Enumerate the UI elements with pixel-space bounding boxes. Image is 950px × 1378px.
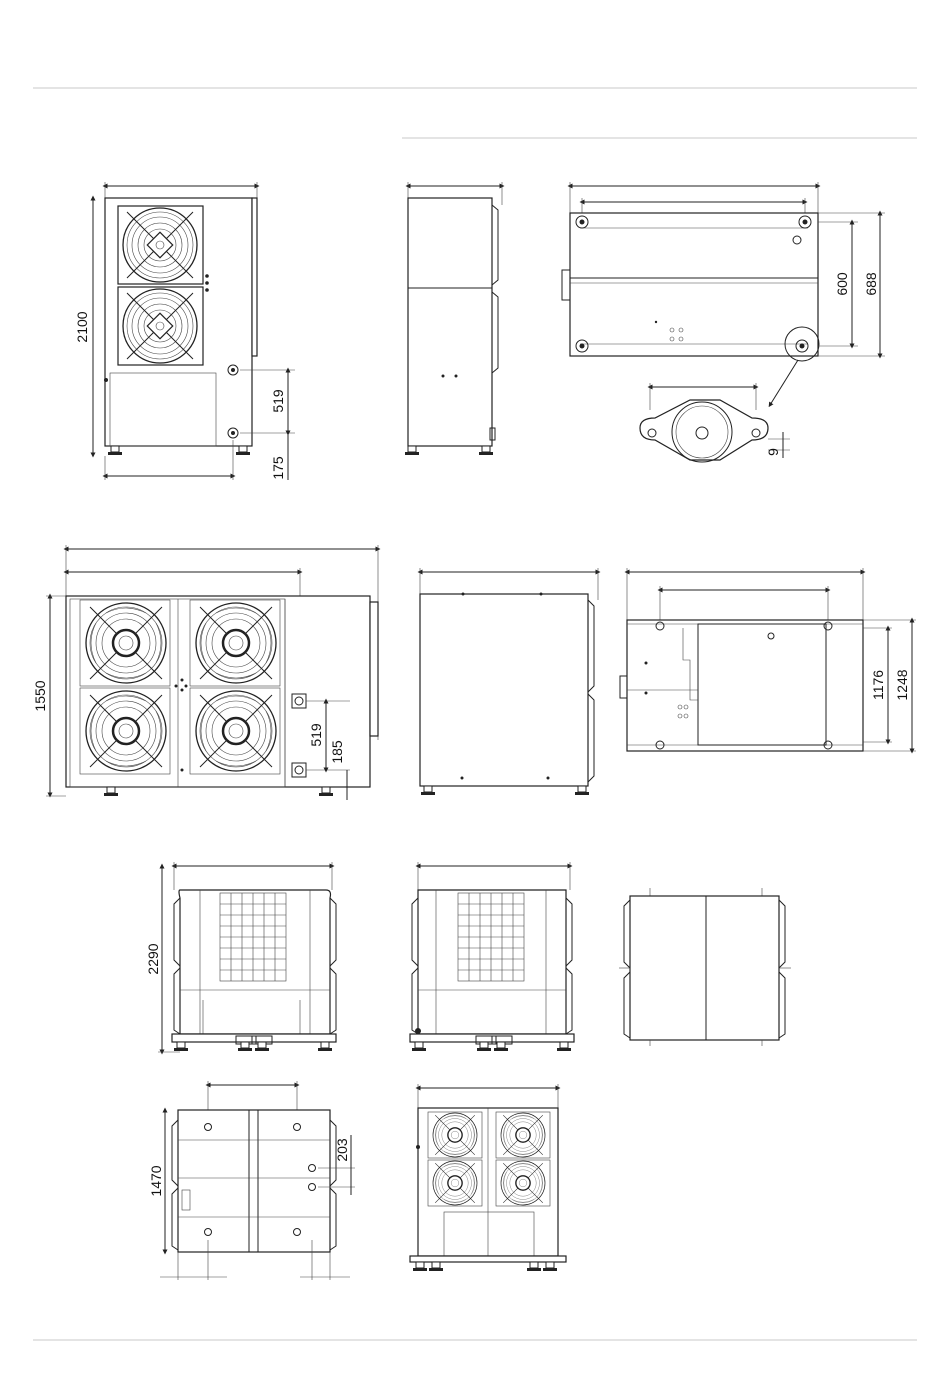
unit3-fan-view: [410, 1084, 566, 1271]
dim-height: 2100: [74, 311, 90, 342]
unit2-side-view: [420, 568, 598, 795]
fan-grille-icon: [433, 1113, 477, 1157]
dim-upper-connection: 519: [308, 723, 324, 747]
unit1-front-view: 2100 519 175: [74, 182, 295, 480]
dim-offset: 203: [334, 1138, 350, 1162]
unit2-top-view: 1176 1248: [620, 568, 916, 751]
dim-depth-outer: 688: [863, 272, 879, 296]
fan-grille-icon: [86, 603, 166, 683]
unit1-side-view: [405, 182, 502, 455]
unit3-side-view: [619, 888, 791, 1046]
dim-height: 1550: [32, 680, 48, 711]
dim-upper-connection: 519: [270, 389, 286, 413]
dim-depth-inner: 600: [834, 272, 850, 296]
unit1-top-view: 600 688 9: [562, 182, 885, 462]
fan-grille-icon: [123, 208, 197, 282]
unit2-front-view: 1550 519 185: [32, 545, 378, 800]
fan-grille-icon: [196, 691, 276, 771]
fan-grille-icon: [433, 1161, 477, 1205]
dim-depth-outer: 1248: [894, 669, 910, 700]
unit3-top-view: 1470 203: [148, 1081, 355, 1280]
unit3-front-view: 2290: [145, 862, 336, 1052]
dim-depth-inner: 1176: [870, 670, 886, 700]
fan-grille-icon: [123, 289, 197, 363]
dim-depth: 1470: [148, 1165, 164, 1196]
fan-grille-icon: [501, 1113, 545, 1157]
fan-grille-icon: [86, 691, 166, 771]
dim-height: 2290: [145, 943, 161, 974]
fan-grille-icon: [196, 603, 276, 683]
fan-grille-icon: [501, 1161, 545, 1205]
detail-arrow-icon: [770, 360, 798, 405]
dim-lower-connection: 175: [270, 456, 286, 480]
unit3-rear-view: [410, 862, 574, 1051]
dim-foot-detail: 9: [765, 448, 781, 456]
dim-lower-connection: 185: [329, 740, 345, 764]
